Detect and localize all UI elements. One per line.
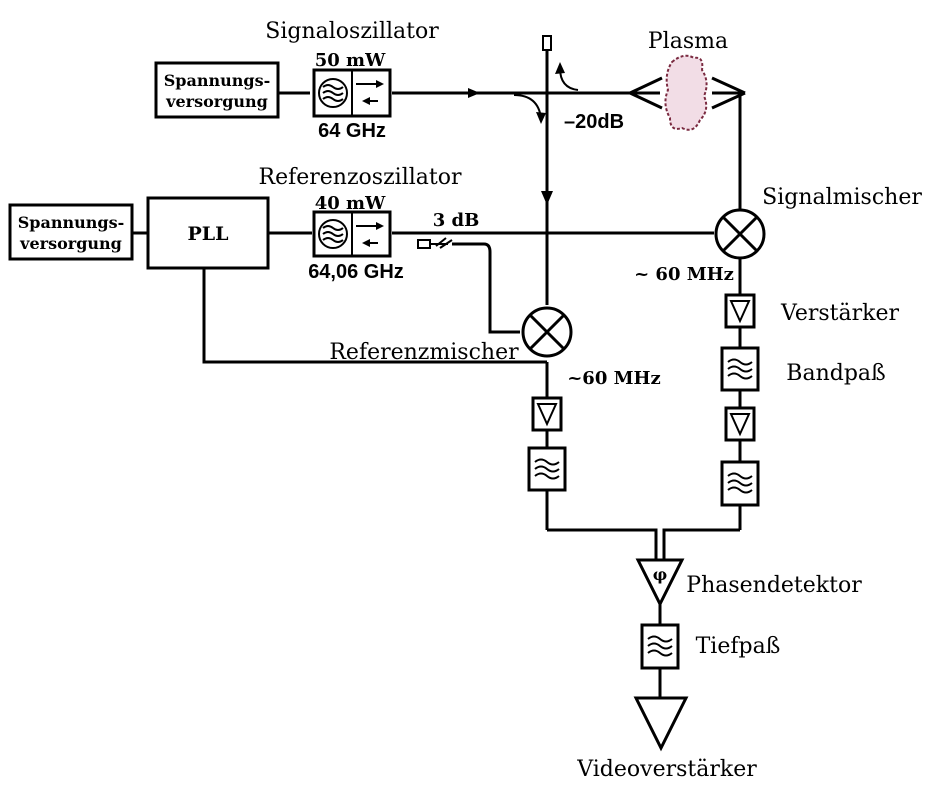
- plasma: Plasma: [629, 29, 746, 131]
- signal-chain: Verstärker Bandpaß: [720, 293, 900, 507]
- reference-frequency-label: 64,06 GHz: [308, 261, 404, 283]
- pll-label: PLL: [187, 223, 228, 245]
- signal-mixer-label: Signalmischer: [762, 185, 922, 210]
- power-supply-1-line1: Spannungs-: [164, 71, 270, 90]
- reference-mixer-label: Referenzmischer: [329, 340, 519, 365]
- if-reference-label: ~60 MHz: [567, 368, 661, 389]
- isolator-icon: [362, 239, 370, 247]
- phase-detector: φ Phasendetektor: [635, 558, 862, 608]
- bandpass-icon: [727, 358, 753, 380]
- lowpass-filter: Tiefpaß: [640, 623, 781, 670]
- bandpass-icon: [727, 472, 753, 494]
- reference-mixer: Referenzmischer ~60 MHz: [329, 306, 661, 389]
- plasma-cloud: [664, 54, 708, 131]
- pll-block: PLL: [146, 196, 270, 270]
- coupler-20db-label: –20dB: [564, 111, 624, 133]
- mixer-icon: [721, 215, 759, 253]
- reference-power-label: 40 mW: [315, 193, 386, 214]
- mixer-icon: [528, 313, 566, 351]
- power-supply-2-line2: versorgung: [19, 234, 122, 253]
- lowpass-icon: [647, 635, 673, 657]
- power-supply-2: Spannungs- versorgung: [8, 203, 134, 261]
- signal-oscillator: Signaloszillator 50 mW 64 GHz: [265, 19, 439, 142]
- bandpass-label: Bandpaß: [786, 361, 885, 386]
- video-amplifier: Videoverstärker: [576, 696, 757, 782]
- horn-antenna-left-icon: [629, 76, 663, 110]
- signal-power-label: 50 mW: [315, 50, 386, 71]
- signal-oscillator-label: Signaloszillator: [265, 19, 439, 44]
- signal-frequency-label: 64 GHz: [318, 120, 386, 142]
- coupler-3db-label: 3 dB: [433, 210, 480, 231]
- oscillator-symbol-icon: [318, 219, 348, 249]
- power-supply-1: Spannungs- versorgung: [154, 61, 280, 119]
- coupler-3db: 3 dB: [417, 210, 480, 249]
- signal-mixer: Signalmischer ~ 60 MHz: [634, 185, 922, 285]
- power-supply-1-line2: versorgung: [165, 92, 268, 111]
- reference-oscillator: Referenzoszillator 40 mW 64,06 GHz: [259, 165, 462, 283]
- plasma-label: Plasma: [648, 29, 728, 54]
- if-signal-label: ~ 60 MHz: [634, 264, 734, 285]
- amplifier-icon: [729, 413, 751, 437]
- horn-antenna-right-icon: [711, 76, 746, 110]
- video-amplifier-label: Videoverstärker: [576, 757, 757, 782]
- amplifier-label: Verstärker: [780, 301, 900, 326]
- amplifier-icon: [536, 403, 558, 427]
- amplifier-icon: [729, 300, 751, 324]
- bandpass-icon: [534, 458, 560, 480]
- reference-oscillator-label: Referenzoszillator: [259, 165, 462, 190]
- phase-symbol: φ: [653, 565, 667, 584]
- oscillator-symbol-icon: [318, 78, 348, 108]
- phase-detector-icon: [635, 558, 685, 608]
- isolator-icon: [362, 97, 370, 105]
- power-supply-2-line1: Spannungs-: [18, 213, 124, 232]
- reference-chain: [527, 396, 567, 492]
- lowpass-label: Tiefpaß: [696, 634, 781, 659]
- video-amplifier-icon: [633, 696, 689, 752]
- phase-detector-label: Phasendetektor: [686, 573, 862, 598]
